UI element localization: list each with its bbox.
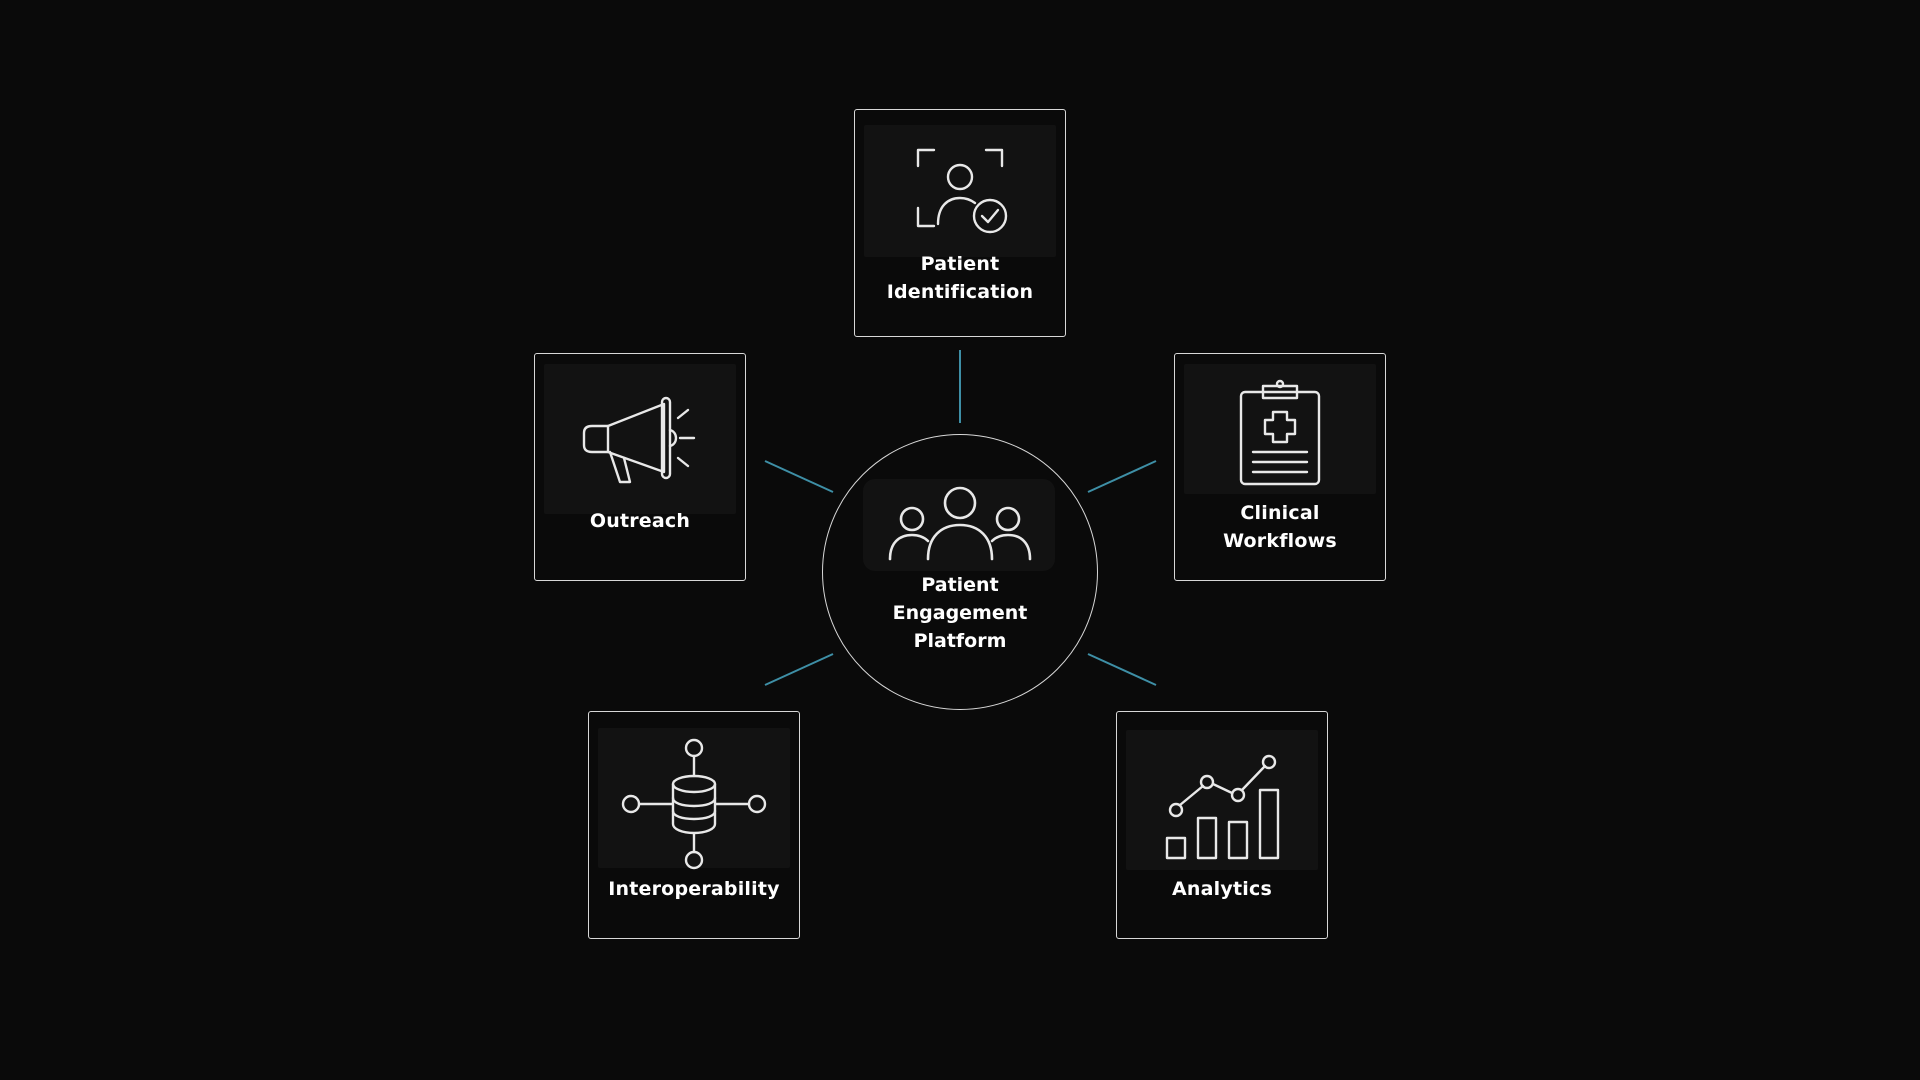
hub-patient-engagement-platform: Patient Engagement Platform (822, 434, 1098, 710)
user-verified-icon (916, 148, 1008, 234)
node-interoperability: Interoperability (588, 711, 800, 939)
node-patient-identification: Patient Identification (854, 109, 1066, 337)
people-group-icon (888, 486, 1032, 561)
megaphone-icon (582, 396, 696, 484)
connector-lower-left (764, 653, 834, 686)
node-icon-panel (544, 364, 736, 514)
node-outreach: Outreach (534, 353, 746, 581)
node-label: Patient Identification (886, 253, 1034, 303)
hub-label: Patient Engagement Platform (892, 574, 1028, 652)
node-label: Clinical Workflows (1223, 502, 1337, 552)
bar-line-chart-icon (1165, 754, 1280, 860)
connector-upper-left (764, 460, 834, 493)
node-label: Analytics (1172, 878, 1272, 900)
node-clinical-workflows: Clinical Workflows (1174, 353, 1386, 581)
node-label: Outreach (589, 510, 691, 532)
connector-lower-right (1087, 653, 1157, 686)
database-network-icon (621, 738, 767, 870)
node-icon-panel (864, 125, 1056, 257)
node-icon-panel (1126, 730, 1318, 870)
node-analytics: Analytics (1116, 711, 1328, 939)
node-label: Interoperability (608, 878, 780, 900)
medical-clipboard-icon (1239, 379, 1321, 486)
connector-upper-right (1087, 460, 1157, 493)
